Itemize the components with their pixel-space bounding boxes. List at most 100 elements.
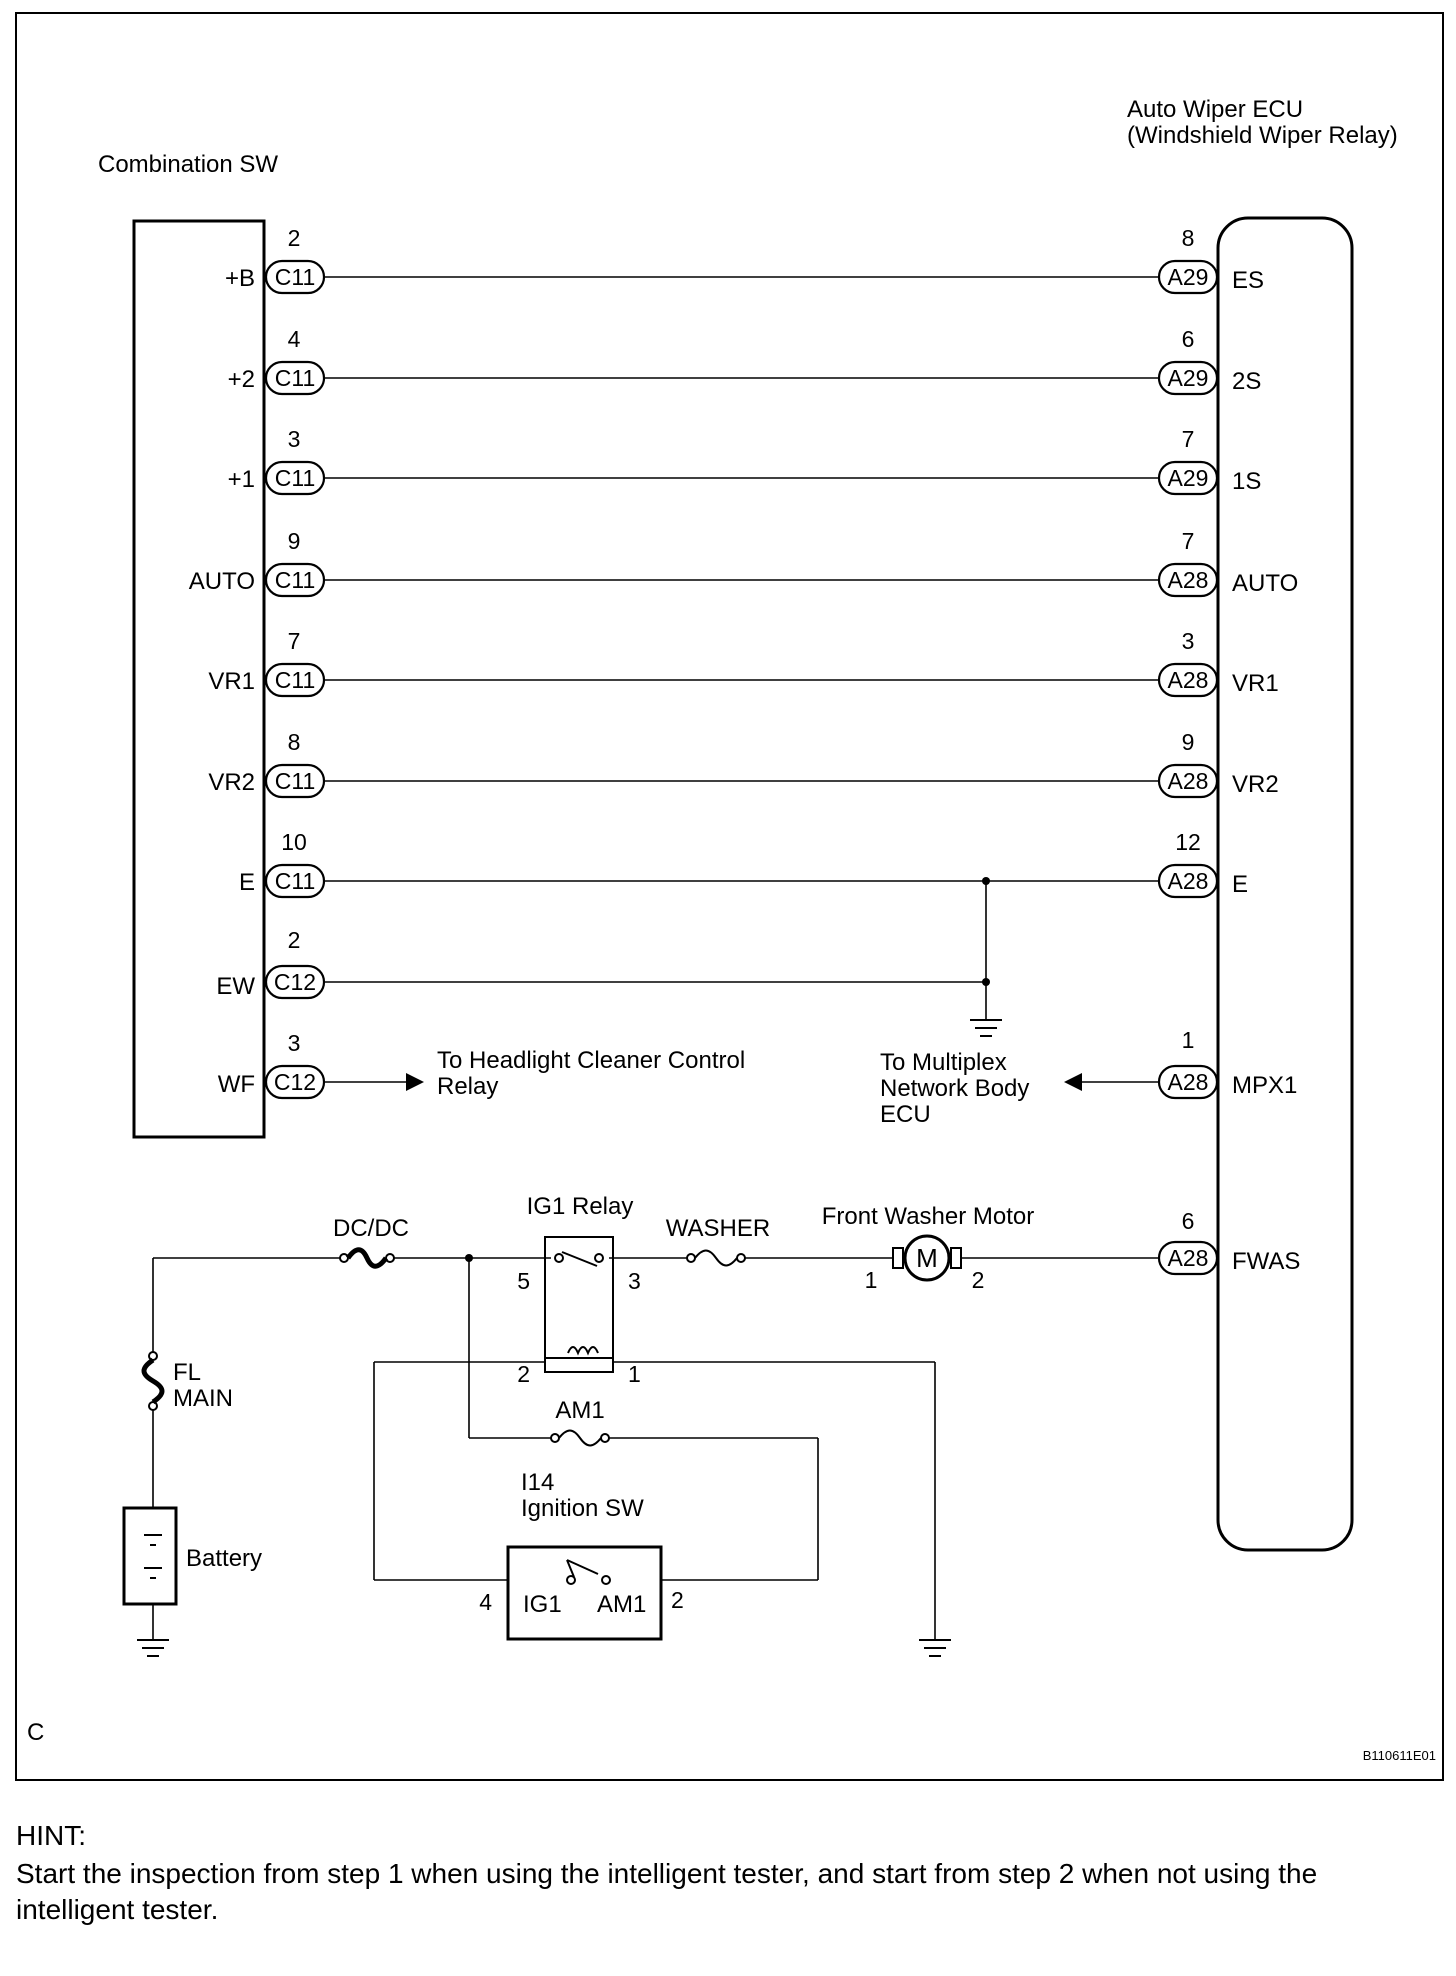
left-terminal-label: AUTO: [189, 568, 255, 595]
right-connector-code: A29: [1168, 465, 1209, 491]
battery-icon: [122, 1506, 178, 1606]
right-terminal-label: VR2: [1232, 771, 1279, 798]
ig1-contact-label: IG1: [523, 1591, 562, 1618]
left-terminal-label: VR1: [208, 668, 255, 695]
right-pin-number: 9: [1182, 729, 1195, 755]
power-circuit: DC/DC IG1 Relay 5 3 2 1 WASHER M F: [122, 1193, 1300, 1657]
fl-main-line2: MAIN: [173, 1385, 233, 1412]
left-connector-code: C11: [275, 667, 316, 693]
combination-sw-body: [132, 219, 266, 1139]
ig1-relay-icon: [544, 1236, 614, 1373]
left-connector-code: C11: [275, 365, 316, 391]
right-pin-number: 3: [1182, 628, 1195, 654]
motor-icon: M: [892, 1234, 962, 1282]
left-terminal-label: +2: [228, 366, 255, 393]
relay-pin-2: 2: [517, 1361, 530, 1387]
ignition-switch-icon: [506, 1545, 663, 1641]
right-terminal-label: 2S: [1232, 368, 1261, 395]
right-connector-code: A28: [1168, 868, 1209, 894]
dcdc-fusible-link-icon: [339, 1247, 395, 1269]
relay-ground-icon: [919, 1639, 951, 1657]
mpx-connector: A28: [1168, 1069, 1209, 1095]
left-terminal-label: VR2: [208, 769, 255, 796]
wf-label: WF: [218, 1071, 255, 1098]
right-terminal-label: 1S: [1232, 468, 1261, 495]
relay-pin-3: 3: [628, 1268, 641, 1294]
hint-body: Start the inspection from step 1 when us…: [16, 1858, 1318, 1925]
right-connector-code: A28: [1168, 768, 1209, 794]
left-terminal-label: +B: [225, 265, 255, 292]
motor-pin-1: 1: [865, 1267, 878, 1293]
battery-ground-icon: [137, 1639, 169, 1657]
hint-title: HINT:: [16, 1820, 86, 1851]
corner-mark: C: [27, 1719, 44, 1746]
left-pin-number: 10: [281, 829, 307, 855]
multiplex-line3: ECU: [880, 1101, 931, 1128]
front-washer-motor-label: Front Washer Motor: [822, 1203, 1035, 1230]
right-terminal-label: VR1: [1232, 670, 1279, 697]
ew-row: EW 2 C12: [216, 927, 986, 1000]
ew-pin: 2: [288, 927, 301, 953]
right-connector-code: A28: [1168, 567, 1209, 593]
arrow-left-icon: [1064, 1073, 1082, 1091]
multiplex-line1: To Multiplex: [880, 1049, 1007, 1076]
ecu-title-line2: (Windshield Wiper Relay): [1127, 122, 1398, 149]
ignition-sw-code: I14: [521, 1469, 554, 1496]
washer-fuse-icon: [686, 1249, 746, 1267]
motor-pin-2: 2: [972, 1267, 985, 1293]
left-connector-code: C11: [275, 465, 316, 491]
right-terminal-label: AUTO: [1232, 570, 1298, 597]
wf-connector: C12: [274, 1069, 316, 1095]
headlight-cleaner-line1: To Headlight Cleaner Control: [437, 1047, 745, 1074]
am1-contact-label: AM1: [597, 1591, 646, 1618]
left-connector-code: C11: [275, 567, 316, 593]
right-connector-code: A28: [1168, 667, 1209, 693]
mpx-row: 1 A28 MPX1 To Multiplex Network Body ECU: [880, 1027, 1297, 1128]
right-connector-code: A29: [1168, 264, 1209, 290]
left-pin-number: 2: [288, 225, 301, 251]
right-connector-code: A29: [1168, 365, 1209, 391]
ignition-sw-label: Ignition SW: [521, 1495, 644, 1522]
combination-sw-label: Combination SW: [98, 151, 278, 178]
right-connector-body: [1157, 763, 1219, 799]
right-connector-body: [1157, 562, 1219, 598]
ign-pin-2: 2: [671, 1587, 684, 1613]
wf-pin: 3: [288, 1030, 301, 1056]
fl-main-fusible-link-icon: [141, 1351, 165, 1411]
multiplex-line2: Network Body: [880, 1075, 1029, 1102]
auto-wiper-ecu-body: [1216, 216, 1354, 1552]
ecu-title-line1: Auto Wiper ECU: [1127, 96, 1303, 123]
right-connector-body: [1157, 259, 1219, 295]
right-pin-number: 7: [1182, 426, 1195, 452]
left-pin-number: 8: [288, 729, 301, 755]
fwas-label: FWAS: [1232, 1248, 1300, 1275]
right-connector-body: [1157, 360, 1219, 396]
right-pin-number: 12: [1175, 829, 1201, 855]
relay-pin-5: 5: [517, 1268, 530, 1294]
left-connector-code: C11: [275, 768, 316, 794]
fwas-connector: A28: [1168, 1245, 1209, 1271]
dcdc-label: DC/DC: [333, 1215, 409, 1242]
relay-pin-1: 1: [628, 1361, 641, 1387]
right-pin-number: 6: [1182, 326, 1195, 352]
ew-label: EW: [216, 973, 255, 1000]
motor-symbol: M: [916, 1243, 938, 1273]
arrow-right-icon: [406, 1073, 424, 1091]
left-connector-code: C11: [275, 868, 316, 894]
mpx-pin: 1: [1182, 1027, 1195, 1053]
ground-tie-e-ew: [970, 877, 1002, 1037]
am1-fuse-icon: [550, 1429, 610, 1447]
headlight-cleaner-line2: Relay: [437, 1073, 498, 1100]
left-pin-number: 4: [288, 326, 301, 352]
ig1-relay-label: IG1 Relay: [527, 1193, 634, 1220]
left-pin-number: 7: [288, 628, 301, 654]
battery-label: Battery: [186, 1545, 262, 1572]
